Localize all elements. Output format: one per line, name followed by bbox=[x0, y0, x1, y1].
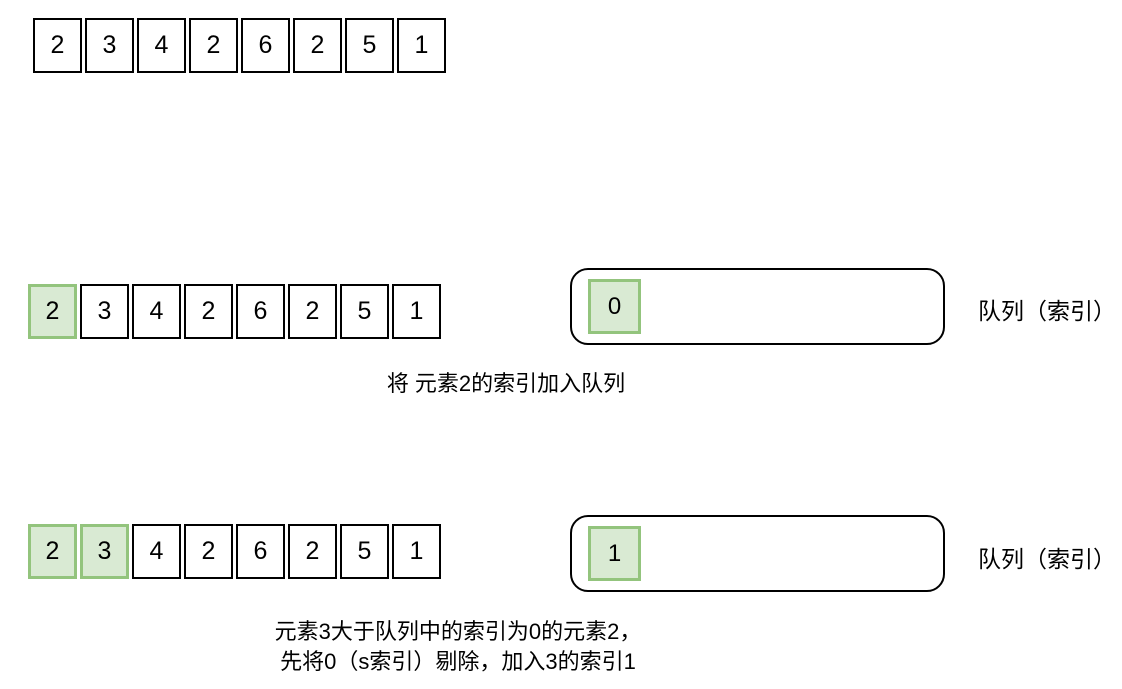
array-cell: 1 bbox=[392, 524, 441, 579]
queue-label-step1: 队列（索引） bbox=[978, 298, 1116, 324]
array-cell: 6 bbox=[236, 284, 285, 339]
array-cell: 4 bbox=[137, 18, 186, 73]
array-cell: 5 bbox=[340, 284, 389, 339]
queue-label-step2: 队列（索引） bbox=[978, 546, 1116, 572]
array-cell: 5 bbox=[340, 524, 389, 579]
queue-step2: 1 bbox=[570, 515, 945, 592]
array-cell-highlighted: 2 bbox=[28, 284, 77, 339]
array-cell: 3 bbox=[80, 284, 129, 339]
array-cell: 2 bbox=[33, 18, 82, 73]
array-cell: 2 bbox=[288, 284, 337, 339]
array-cell-highlighted: 3 bbox=[80, 524, 129, 579]
array-cell: 2 bbox=[184, 524, 233, 579]
array-initial: 2 3 4 2 6 2 5 1 bbox=[33, 18, 446, 73]
array-cell: 2 bbox=[293, 18, 342, 73]
caption-step1: 将 元素2的索引加入队列 bbox=[386, 371, 626, 396]
array-cell: 6 bbox=[241, 18, 290, 73]
array-cell: 2 bbox=[184, 284, 233, 339]
array-step1: 2 3 4 2 6 2 5 1 bbox=[28, 284, 441, 339]
array-cell: 1 bbox=[392, 284, 441, 339]
array-cell-highlighted: 2 bbox=[28, 524, 77, 579]
array-cell: 6 bbox=[236, 524, 285, 579]
array-step2: 2 3 4 2 6 2 5 1 bbox=[28, 524, 441, 579]
queue-item: 0 bbox=[588, 279, 641, 334]
array-cell: 4 bbox=[132, 524, 181, 579]
caption-step2-line2: 先将0（s索引）剔除，加入3的索引1 bbox=[280, 649, 636, 674]
array-cell: 4 bbox=[132, 284, 181, 339]
queue-item: 1 bbox=[588, 526, 641, 581]
array-cell: 3 bbox=[85, 18, 134, 73]
array-cell: 2 bbox=[189, 18, 238, 73]
array-cell: 2 bbox=[288, 524, 337, 579]
caption-step2-line1: 元素3大于队列中的索引为0的元素2， bbox=[274, 619, 642, 644]
caption-step2: 元素3大于队列中的索引为0的元素2， 先将0（s索引）剔除，加入3的索引1 bbox=[275, 617, 642, 677]
queue-step1: 0 bbox=[570, 268, 945, 345]
array-cell: 1 bbox=[397, 18, 446, 73]
array-cell: 5 bbox=[345, 18, 394, 73]
